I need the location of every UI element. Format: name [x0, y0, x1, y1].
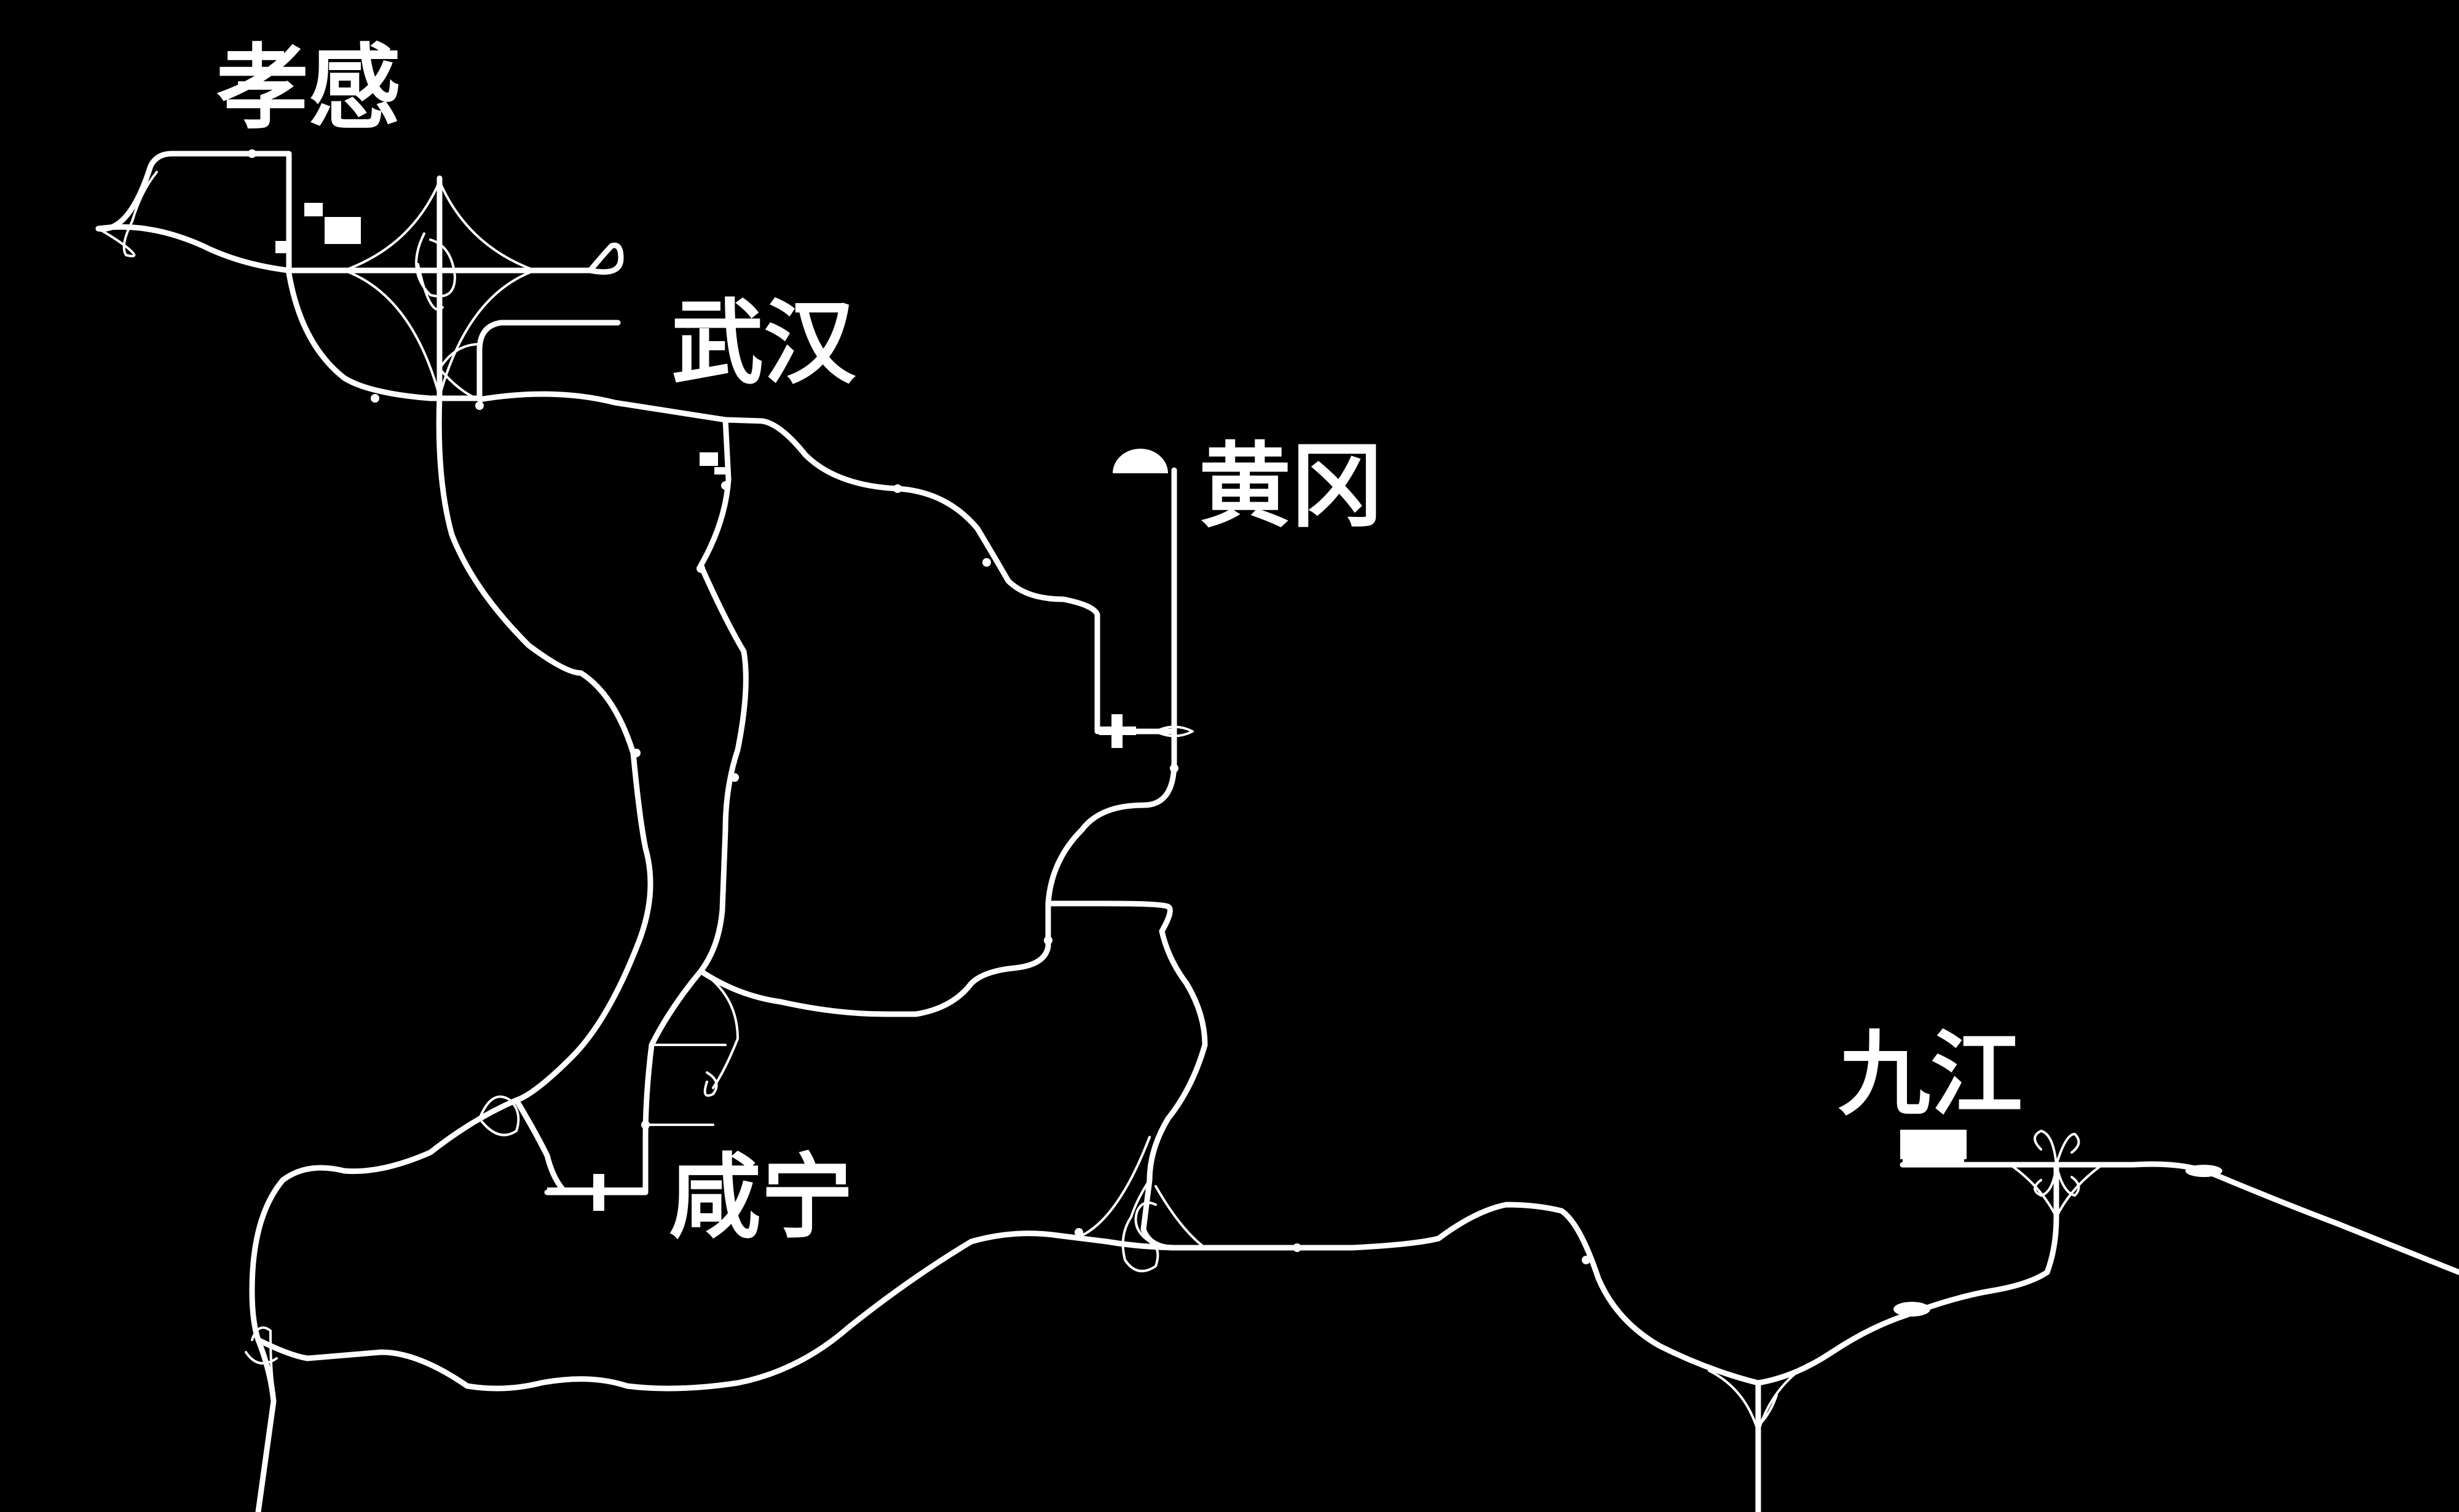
- road-nodes: [248, 149, 2222, 1317]
- road-node: [982, 558, 991, 567]
- city-label-huanggang: 黄冈: [1199, 433, 1383, 540]
- road-central-south: [1045, 900, 1208, 1251]
- wuhan-depot-marker: [714, 467, 727, 474]
- road-node: [697, 564, 705, 573]
- jiujiang-depot-marker: [1900, 1130, 1967, 1159]
- road-node: [893, 484, 902, 493]
- huanggang-depot-marker: [1099, 726, 1136, 735]
- interchange-ramps: [97, 171, 2104, 1512]
- road-xianning-link: [513, 1097, 569, 1195]
- ramp-xiaogan-main: [343, 180, 536, 398]
- ramp-huanggang: [1155, 725, 1194, 738]
- road-wuhan-huanggang: [698, 417, 1177, 1017]
- xiaogan-depot-marker: [275, 241, 291, 253]
- city-label-wuhan: 武汉: [671, 290, 856, 397]
- road-node: [2185, 1165, 2222, 1177]
- road-node: [632, 749, 641, 757]
- road-wuhan-connector: [476, 320, 728, 423]
- road-node: [371, 394, 379, 403]
- road-node: [475, 401, 484, 410]
- road-node: [721, 481, 730, 490]
- road-node: [1044, 936, 1052, 945]
- jiujiang-depot-marker: [1903, 1156, 1964, 1164]
- ramp-jiujiang-clover: [2009, 1130, 2104, 1218]
- xiaogan-depot-marker: [304, 203, 323, 216]
- road-south-corridor: [255, 1165, 2059, 1392]
- road-wuhan-xianning: [544, 417, 749, 1195]
- road-node: [1582, 1256, 1590, 1264]
- ramp-central-south: [1081, 1136, 1206, 1272]
- road-xiaogan-east: [286, 242, 624, 275]
- ramp-ring-west: [478, 1095, 520, 1136]
- road-jiujiang-east: [1900, 1161, 2459, 1275]
- ramp-southwest: [245, 1326, 278, 1390]
- road-node: [1075, 1228, 1083, 1237]
- road-ring-north: [436, 175, 653, 1103]
- city-label-jiujiang: 九江: [1838, 1022, 2023, 1128]
- ramp-jiujiang-south: [1708, 1363, 1809, 1512]
- road-node: [1170, 764, 1178, 773]
- city-label-xianning: 咸宁: [669, 1144, 853, 1251]
- ramp-xianning-inner: [644, 970, 739, 1126]
- xianning-depot-marker: [547, 1187, 645, 1195]
- wuhan-depot-marker: [700, 452, 718, 466]
- ramp-wuhan-junction: [438, 343, 481, 401]
- road-node: [641, 1120, 650, 1129]
- city-label-xiaogan: 孝感: [216, 35, 401, 142]
- road-node: [730, 773, 739, 782]
- road-xiaogan-loop: [95, 151, 480, 401]
- city-labels: 孝感 武汉 黄冈 咸宁 九江: [216, 35, 2023, 1251]
- huanggang-terminal-marker: [1113, 449, 1168, 473]
- road-ring-west: [249, 1097, 519, 1512]
- road-node: [248, 149, 256, 158]
- ramp-xiaogan-west: [97, 171, 158, 258]
- road-node: [1893, 1302, 1930, 1317]
- ramp-xiaogan-main-inner: [415, 232, 456, 311]
- xiaogan-depot-marker: [325, 217, 361, 244]
- road-node: [1293, 1243, 1301, 1252]
